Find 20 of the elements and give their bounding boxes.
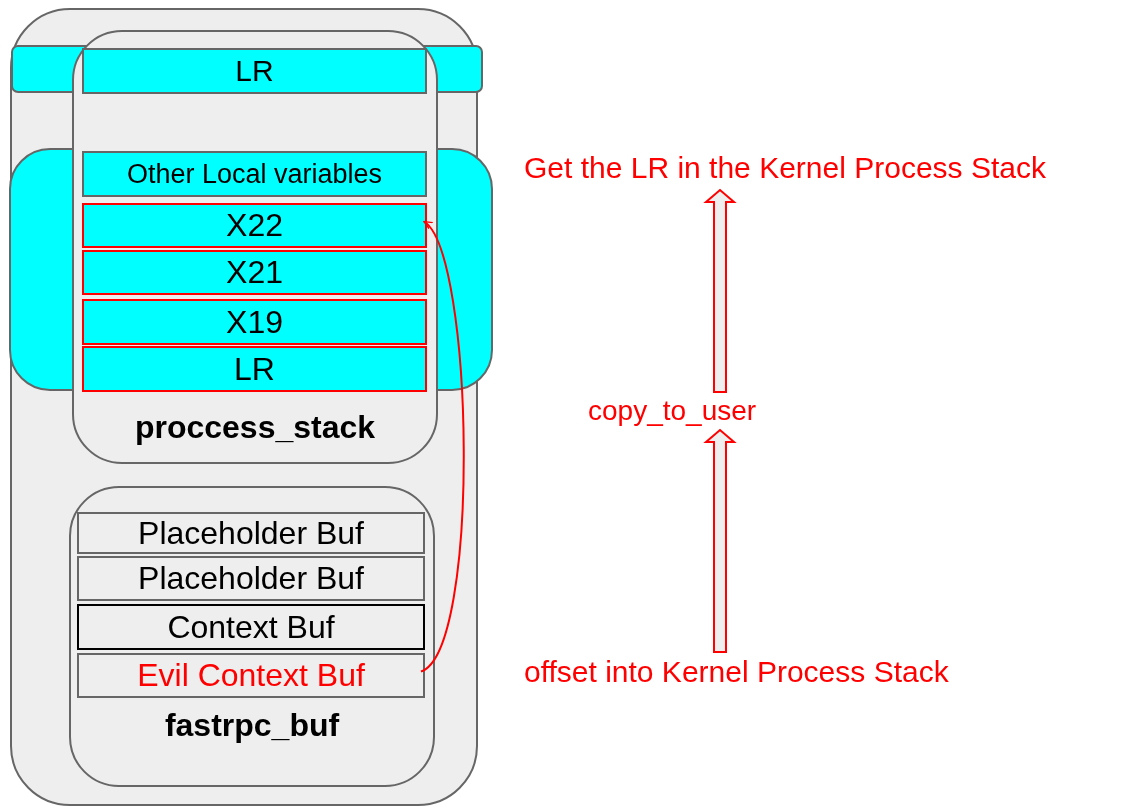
memory-slot: X22 [82, 203, 427, 248]
memory-slot: Placeholder Buf [77, 556, 425, 601]
memory-slot: X21 [82, 250, 427, 295]
memory-slot: Other Local variables [82, 151, 427, 197]
memory-slot: Evil Context Buf [77, 653, 425, 698]
memory-slot: LR [82, 346, 427, 392]
annotation-text: copy_to_user [588, 392, 802, 430]
box-title: fastrpc_buf [164, 707, 340, 744]
memory-slot: X19 [82, 299, 427, 345]
annotation-text: Get the LR in the Kernel Process Stack [524, 146, 1129, 190]
annotation-text: offset into Kernel Process Stack [524, 652, 1019, 692]
box-title: proccess_stack [134, 409, 376, 446]
block-arrow [703, 428, 737, 653]
stack-box [72, 30, 438, 464]
buffer-box [69, 486, 435, 787]
memory-slot: Context Buf [77, 604, 425, 650]
curved-arrow [420, 220, 465, 673]
memory-slot: Placeholder Buf [77, 512, 425, 554]
memory-slot: LR [82, 48, 427, 94]
block-arrow [703, 188, 737, 393]
